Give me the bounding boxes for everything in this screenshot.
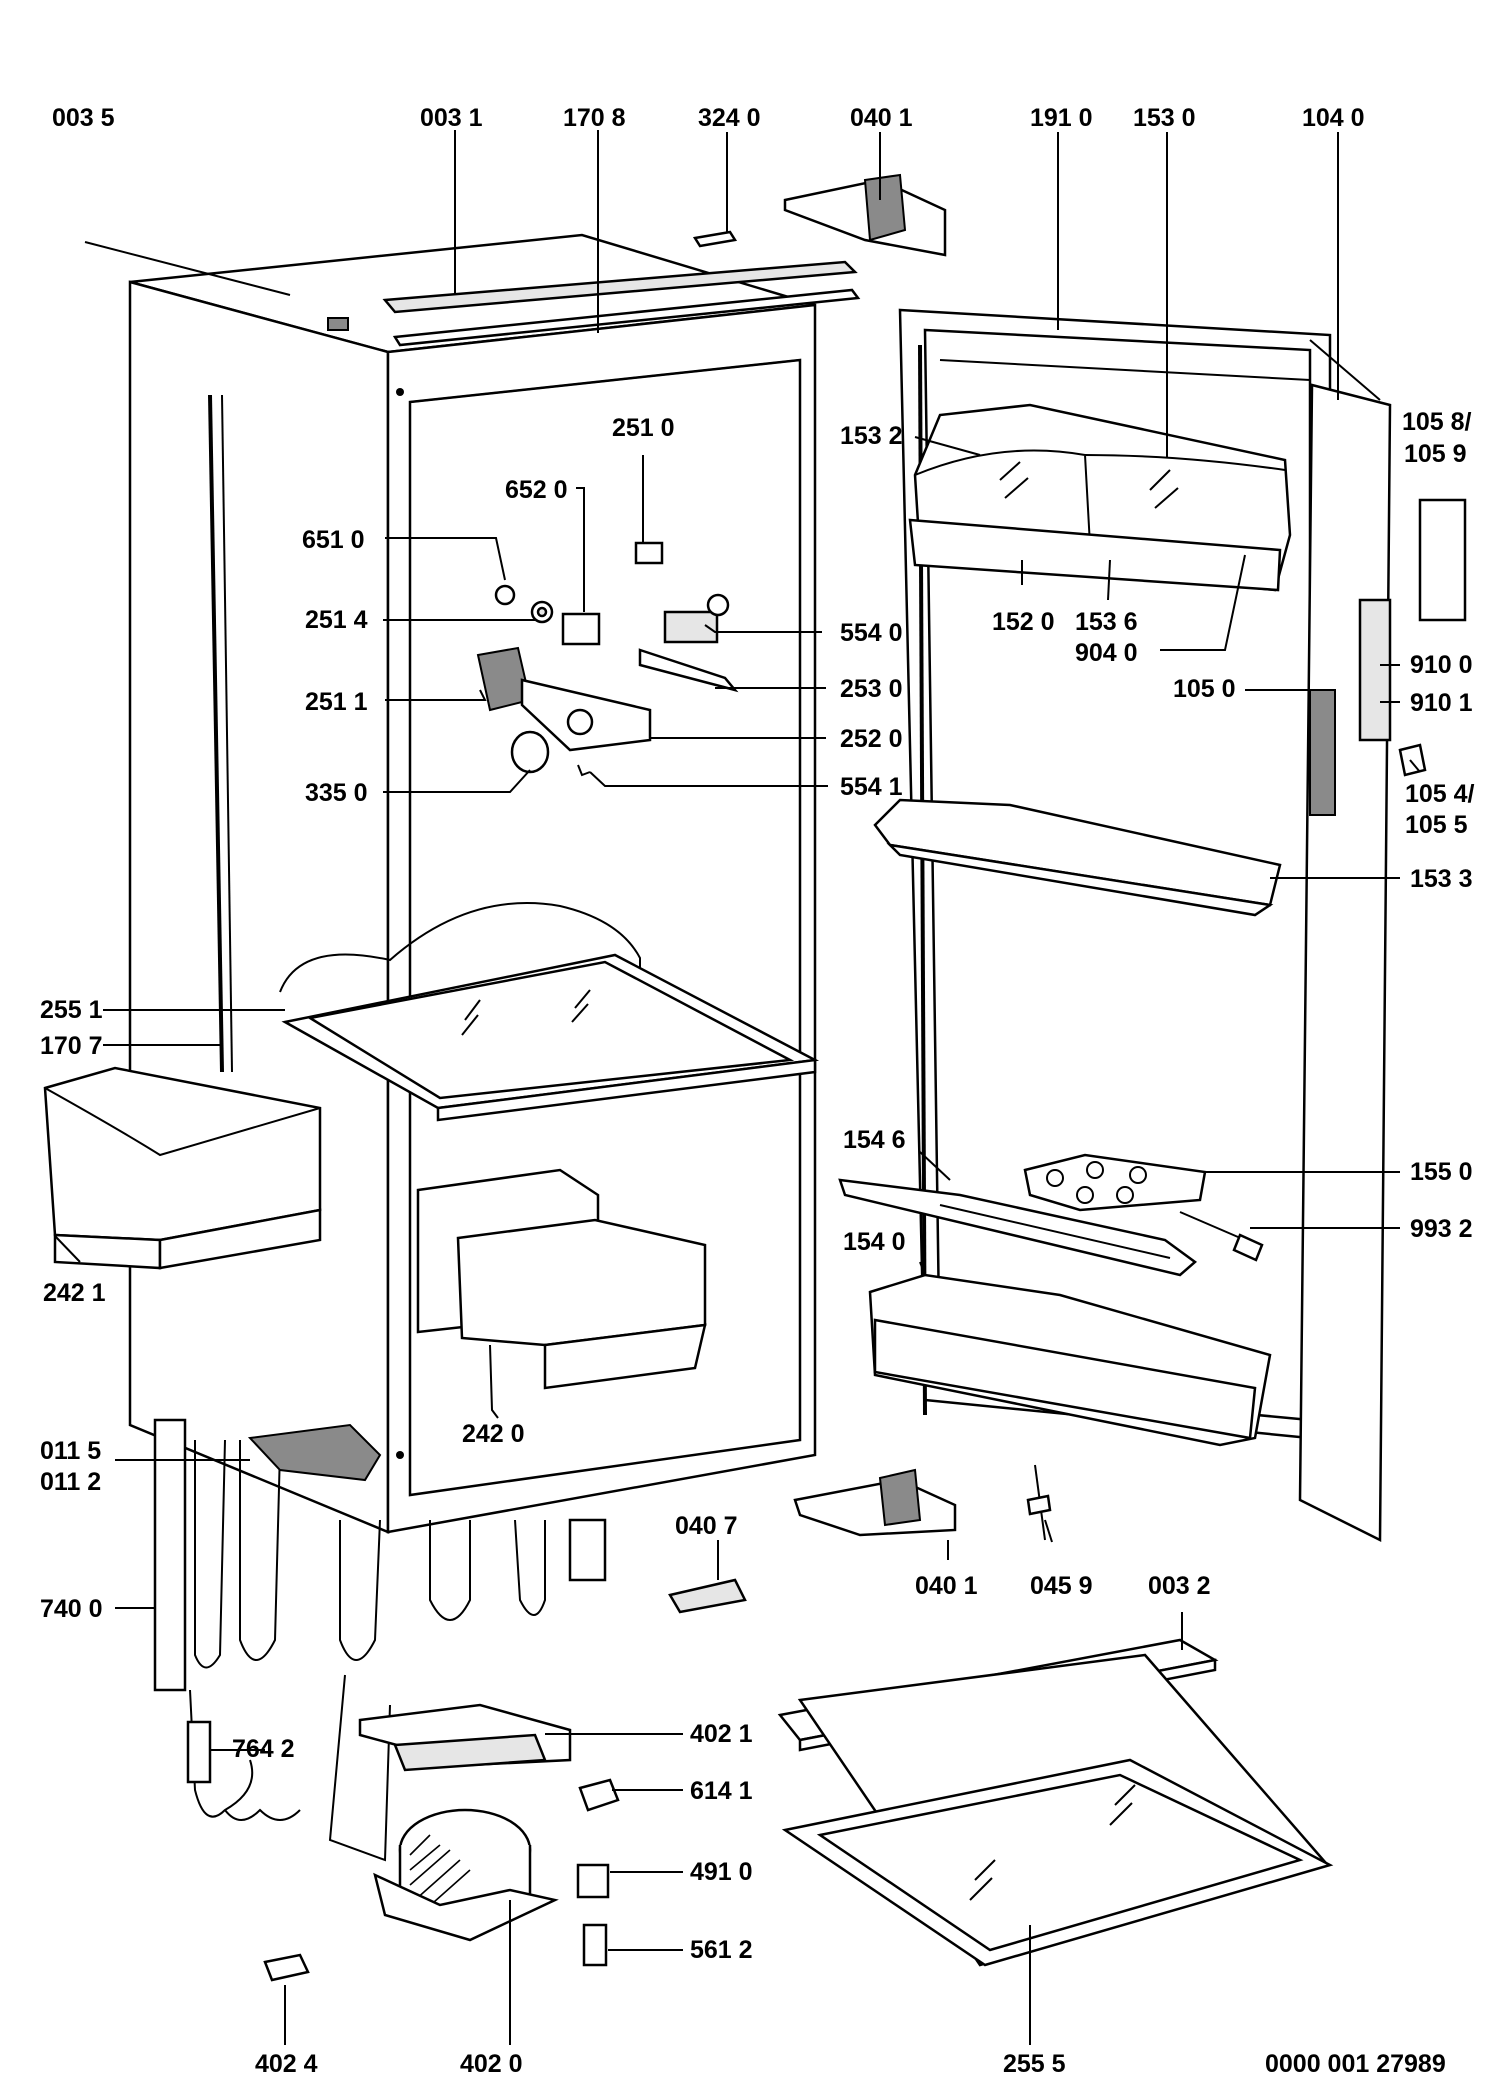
label-1054: 105 4/: [1405, 780, 1475, 808]
hinges: [692, 173, 1052, 1541]
label-4024: 402 4: [255, 2050, 318, 2078]
label-1540: 154 0: [843, 1228, 906, 1256]
label-0112: 011 2: [40, 1468, 101, 1496]
label-2530: 253 0: [840, 675, 903, 703]
label-1533: 153 3: [1410, 865, 1473, 893]
glass-shelf: [279, 902, 820, 1122]
label-6510: 651 0: [302, 526, 365, 554]
label-2420: 242 0: [462, 1420, 525, 1448]
label-2555: 255 5: [1003, 2050, 1066, 2078]
label-9100: 910 0: [1410, 651, 1473, 679]
label-3350: 335 0: [305, 779, 368, 807]
label-1532: 153 2: [840, 422, 903, 450]
label-2551: 255 1: [40, 996, 103, 1024]
label-2510: 251 0: [612, 414, 675, 442]
label-1040: 104 0: [1302, 104, 1365, 132]
label-0035: 003 5: [52, 104, 115, 132]
condenser-and-compressor: [153, 1418, 607, 1942]
door-shelves: [838, 403, 1292, 1447]
crisper-drawers: [416, 1168, 707, 1390]
label-6141: 614 1: [690, 1777, 753, 1805]
label-1520: 152 0: [992, 608, 1055, 636]
label-2520: 252 0: [840, 725, 903, 753]
label-1707: 170 7: [40, 1032, 103, 1060]
label-2511: 251 1: [305, 688, 368, 716]
label-0459: 045 9: [1030, 1572, 1093, 1600]
part-labels: 003 5 003 1 170 8 324 0 040 1 191 0 153 …: [40, 104, 1475, 2078]
document-number: 0000 001 27989: [1265, 2050, 1446, 2078]
label-1550: 155 0: [1410, 1158, 1473, 1186]
label-7642: 764 2: [232, 1735, 295, 1763]
label-9932: 993 2: [1410, 1215, 1473, 1243]
label-4021: 402 1: [690, 1720, 753, 1748]
label-1058: 105 8/: [1402, 408, 1472, 436]
label-2421: 242 1: [43, 1279, 106, 1307]
small-parts: [247, 1423, 747, 1982]
label-1530: 153 0: [1133, 104, 1196, 132]
label-0401-bot: 040 1: [915, 1572, 978, 1600]
label-6520: 652 0: [505, 476, 568, 504]
label-1708: 170 8: [563, 104, 626, 132]
label-5612: 561 2: [690, 1936, 753, 1964]
label-0032: 003 2: [1148, 1572, 1211, 1600]
label-1546: 154 6: [843, 1126, 906, 1154]
label-1910: 191 0: [1030, 104, 1093, 132]
label-1055: 105 5: [1405, 811, 1468, 839]
thermostat-light-assembly: [476, 541, 739, 777]
label-4020: 402 0: [460, 2050, 523, 2078]
grille-and-bottom: [777, 1638, 1334, 1967]
label-5541: 554 1: [840, 773, 903, 801]
label-2514: 251 4: [305, 606, 368, 634]
side-bin: [43, 1066, 322, 1270]
leader-lines: [54, 130, 1421, 2045]
label-1050: 105 0: [1173, 675, 1236, 703]
label-3240: 324 0: [698, 104, 761, 132]
label-1536: 153 6: [1075, 608, 1138, 636]
label-0115: 011 5: [40, 1437, 101, 1465]
label-0401-top: 040 1: [850, 104, 913, 132]
label-7400: 740 0: [40, 1595, 103, 1623]
label-9101: 910 1: [1410, 689, 1473, 717]
label-5540: 554 0: [840, 619, 903, 647]
label-4910: 491 0: [690, 1858, 753, 1886]
label-0031: 003 1: [420, 104, 483, 132]
label-0407: 040 7: [675, 1512, 738, 1540]
label-9040: 904 0: [1075, 639, 1138, 667]
label-1059: 105 9: [1404, 440, 1467, 468]
